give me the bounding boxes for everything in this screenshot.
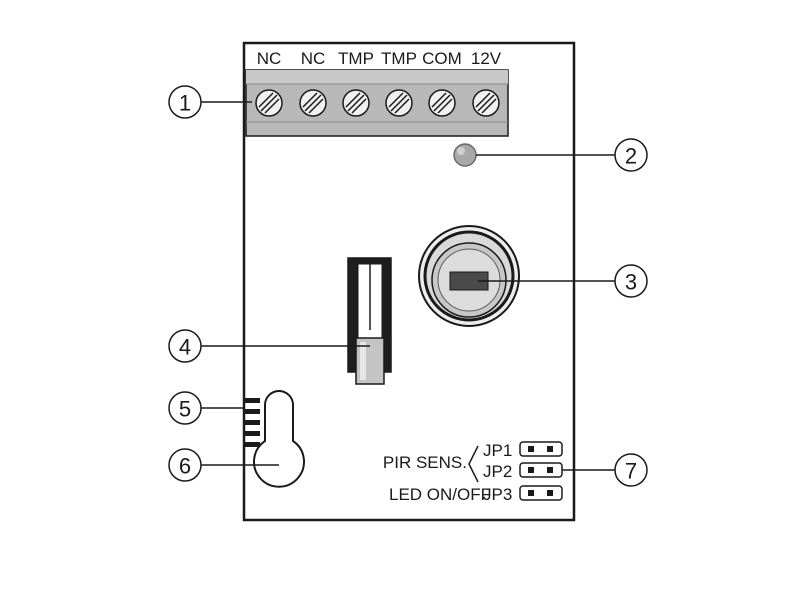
callout-5: 5 (168, 391, 202, 425)
jp1-label: JP1 (483, 441, 512, 460)
svg-text:3: 3 (625, 270, 637, 295)
keyhole-mount-icon (253, 390, 305, 488)
jumper-jp2 (519, 462, 563, 478)
jumper-jp1 (519, 441, 563, 457)
callout-7: 7 (614, 453, 648, 487)
terminal-labels: NC NC TMP TMP COM 12V (257, 49, 502, 68)
terminal-label-1: NC (257, 49, 282, 68)
led-onoff-label: LED ON/OFF (389, 485, 491, 504)
pir-sens-label: PIR SENS. (383, 453, 467, 472)
jumper-jp3 (519, 485, 563, 501)
side-connector (244, 398, 260, 447)
callout-4: 4 (168, 329, 202, 363)
callout-1: 1 (168, 85, 202, 119)
terminal-label-2: NC (301, 49, 326, 68)
terminal-label-4: TMP (381, 49, 417, 68)
svg-text:7: 7 (625, 459, 637, 484)
callouts: 1 2 3 4 5 6 7 (168, 85, 648, 487)
pir-sensor (418, 225, 520, 327)
callout-6: 6 (168, 448, 202, 482)
svg-text:2: 2 (625, 144, 637, 169)
terminal-label-3: TMP (338, 49, 374, 68)
terminal-label-5: COM (422, 49, 462, 68)
jp3-label: JP3 (483, 485, 512, 504)
svg-text:1: 1 (179, 91, 191, 116)
callout-2: 2 (614, 138, 648, 172)
terminal-block (245, 69, 509, 137)
terminal-label-6: 12V (471, 49, 502, 68)
svg-text:4: 4 (179, 335, 191, 360)
svg-text:6: 6 (179, 454, 191, 479)
leader-lines (201, 101, 615, 471)
callout-3: 3 (614, 264, 648, 298)
led-indicator (453, 143, 477, 167)
bracket-icon (468, 445, 479, 483)
svg-text:5: 5 (179, 397, 191, 422)
tamper-switch (347, 257, 392, 385)
jp2-label: JP2 (483, 462, 512, 481)
jumper-block: PIR SENS. JP1 JP2 LED ON/OFF JP3 (383, 441, 563, 504)
